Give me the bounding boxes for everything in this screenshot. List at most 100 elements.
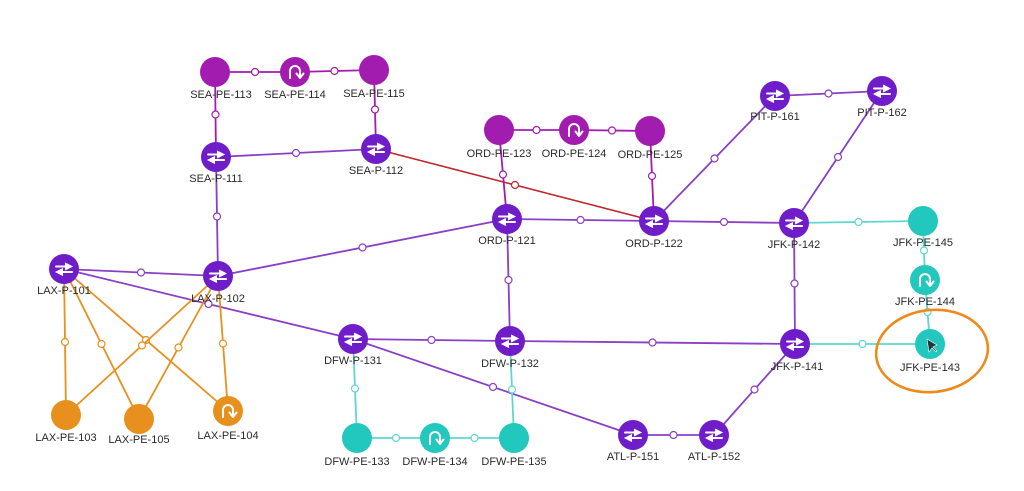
- link-dfw-p-131-atl-p-151[interactable]: [352, 338, 634, 436]
- node-lax-pe-105[interactable]: [124, 404, 154, 434]
- router-arrows-icon: [644, 214, 664, 228]
- node-pit-p-161[interactable]: [760, 81, 790, 111]
- node-sea-pe-115[interactable]: [359, 55, 389, 85]
- node-pit-p-162[interactable]: [867, 76, 897, 106]
- node-lax-pe-104[interactable]: [213, 396, 243, 426]
- link-atl-p-152-jfk-p-141[interactable]: [713, 343, 796, 436]
- node-ord-p-121[interactable]: [492, 204, 522, 234]
- link-midpoint-dot: [250, 67, 260, 77]
- node-label-jfk-pe-143: JFK-PE-143: [900, 362, 960, 374]
- link-ord-pe-125-ord-p-122[interactable]: [647, 130, 657, 222]
- node-atl-p-152[interactable]: [699, 420, 729, 450]
- node-dfw-pe-133[interactable]: [342, 423, 372, 453]
- router-node-circle: [492, 204, 522, 234]
- router-node-circle: [361, 134, 391, 164]
- link-lax-p-101-dfw-p-131[interactable]: [63, 268, 354, 340]
- mouse-cursor-icon: [926, 338, 938, 353]
- node-ord-p-122[interactable]: [639, 206, 669, 236]
- node-ord-pe-124[interactable]: [559, 115, 589, 145]
- node-sea-p-112[interactable]: [361, 134, 391, 164]
- link-sea-p-111-sea-p-112[interactable]: [215, 148, 377, 158]
- link-midpoint-dot: [576, 215, 585, 225]
- link-midpoint-dot: [854, 217, 863, 227]
- router-node-circle: [338, 324, 368, 354]
- node-jfk-pe-143[interactable]: [915, 329, 945, 359]
- link-midpoint-dot: [510, 180, 520, 190]
- link-lax-p-102-lax-pe-103[interactable]: [65, 275, 219, 416]
- node-dfw-pe-135[interactable]: [499, 423, 529, 453]
- node-dfw-p-131[interactable]: [338, 324, 368, 354]
- link-ord-p-121-dfw-p-132[interactable]: [504, 218, 513, 342]
- router-node-circle: [779, 208, 809, 238]
- node-label-ord-p-121: ORD-P-121: [478, 235, 535, 247]
- pe-node-circle: [635, 116, 665, 146]
- node-label-lax-pe-103: LAX-PE-103: [35, 432, 96, 444]
- node-label-ord-p-122: ORD-P-122: [625, 238, 682, 250]
- pe-node-circle: [910, 265, 940, 295]
- node-jfk-pe-144[interactable]: [910, 265, 940, 295]
- node-label-dfw-pe-135: DFW-PE-135: [481, 456, 546, 468]
- link-lax-p-101-lax-p-102[interactable]: [63, 268, 219, 277]
- node-jfk-pe-145[interactable]: [908, 206, 938, 236]
- node-ord-pe-123[interactable]: [484, 115, 514, 145]
- link-midpoint-dot: [218, 339, 228, 348]
- link-midpoint-dot: [370, 105, 380, 114]
- node-jfk-p-141[interactable]: [780, 329, 810, 359]
- link-midpoint-dot: [330, 66, 339, 76]
- link-midpoint-dot: [391, 433, 401, 443]
- loop-icon: [568, 123, 584, 137]
- link-jfk-p-141-jfk-pe-143[interactable]: [795, 339, 930, 349]
- link-pit-p-161-pit-p-162[interactable]: [774, 89, 883, 98]
- node-lax-p-101[interactable]: [49, 254, 79, 284]
- link-midpoint-dot: [136, 268, 146, 277]
- node-label-ord-pe-125: ORD-PE-125: [618, 149, 683, 161]
- link-ord-p-121-lax-p-102[interactable]: [217, 218, 508, 277]
- link-jfk-p-142-jfk-p-141[interactable]: [790, 222, 799, 345]
- pe-node-circle: [124, 404, 154, 434]
- node-dfw-p-132[interactable]: [495, 326, 525, 356]
- link-ord-p-122-jfk-p-142[interactable]: [653, 217, 795, 227]
- link-lax-p-101-lax-pe-105[interactable]: [63, 268, 140, 420]
- link-ord-p-122-pit-p-161[interactable]: [653, 95, 776, 222]
- link-dfw-p-131-dfw-pe-133[interactable]: [350, 338, 360, 439]
- node-label-sea-p-112: SEA-P-112: [349, 165, 403, 177]
- link-lax-p-101-lax-pe-104[interactable]: [63, 268, 229, 412]
- node-jfk-p-142[interactable]: [779, 208, 809, 238]
- link-midpoint-dot: [532, 125, 541, 135]
- link-dfw-p-132-jfk-p-141[interactable]: [509, 338, 796, 347]
- node-sea-p-111[interactable]: [201, 142, 231, 172]
- link-midpoint-dot: [507, 385, 517, 394]
- node-ord-pe-125[interactable]: [635, 116, 665, 146]
- node-lax-p-102[interactable]: [203, 261, 233, 291]
- link-sea-p-112-ord-p-122[interactable]: [375, 148, 655, 222]
- link-lax-p-102-lax-pe-105[interactable]: [138, 275, 219, 420]
- link-midpoint-dot: [358, 243, 367, 252]
- link-lax-p-101-lax-pe-103[interactable]: [60, 268, 70, 416]
- link-midpoint-dot: [498, 170, 508, 179]
- node-atl-p-151[interactable]: [618, 420, 648, 450]
- link-jfk-p-142-jfk-pe-145[interactable]: [793, 217, 924, 227]
- link-ord-p-121-ord-p-122[interactable]: [506, 215, 655, 225]
- link-midpoint-dot: [350, 384, 360, 393]
- link-dfw-p-131-dfw-p-132[interactable]: [352, 335, 511, 345]
- node-lax-pe-103[interactable]: [51, 400, 81, 430]
- link-midpoint-dot: [710, 154, 719, 163]
- node-label-sea-p-111: SEA-P-111: [189, 173, 242, 185]
- link-midpoint-dot: [919, 246, 929, 255]
- loop-icon: [919, 273, 935, 287]
- link-pit-p-162-jfk-p-142[interactable]: [793, 90, 883, 224]
- link-sea-p-111-lax-p-102[interactable]: [212, 156, 222, 277]
- node-sea-pe-113[interactable]: [200, 57, 230, 87]
- node-label-sea-pe-115: SEA-PE-115: [343, 88, 405, 100]
- router-node-circle: [618, 420, 648, 450]
- link-dfw-p-132-dfw-pe-135[interactable]: [507, 340, 517, 439]
- pe-node-circle: [499, 423, 529, 453]
- link-midpoint-dot: [719, 217, 729, 227]
- link-lax-p-102-lax-pe-104[interactable]: [217, 275, 229, 412]
- node-sea-pe-114[interactable]: [280, 57, 310, 87]
- router-arrows-icon: [54, 262, 74, 276]
- node-label-dfw-pe-133: DFW-PE-133: [324, 456, 389, 468]
- node-dfw-pe-134[interactable]: [420, 423, 450, 453]
